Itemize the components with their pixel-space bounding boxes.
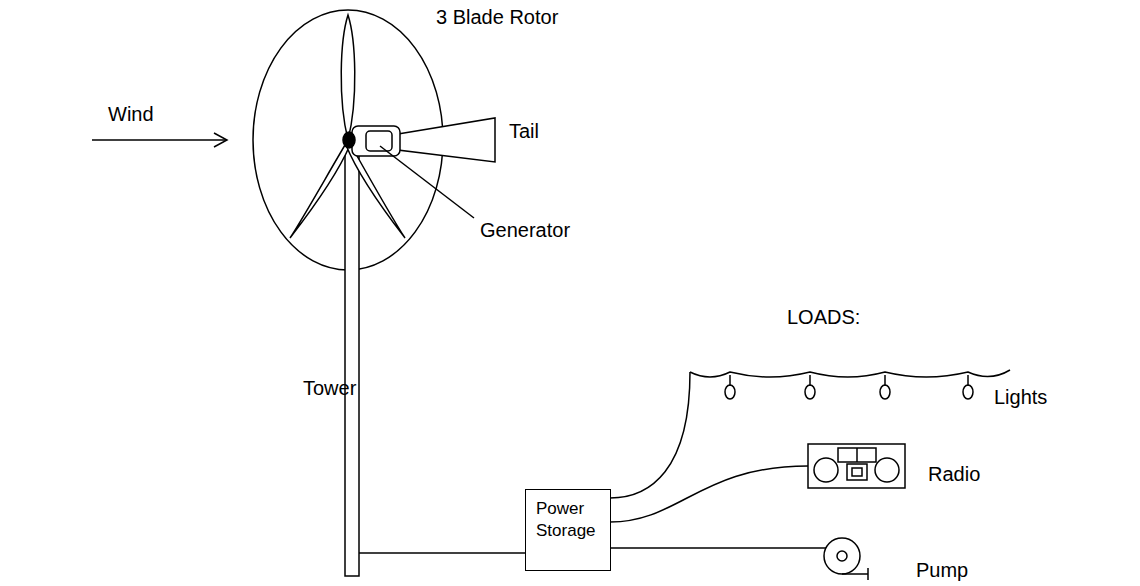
wind-arrow <box>92 139 226 141</box>
wire <box>359 552 525 554</box>
node-text: Power Storage <box>536 498 600 542</box>
flow-label: Wind <box>108 103 154 126</box>
hub <box>343 132 355 148</box>
radio-icon <box>808 444 905 488</box>
generator <box>366 131 392 151</box>
wind-arrowhead <box>214 133 227 147</box>
part-name: Tail <box>509 120 539 143</box>
load-name: Radio <box>928 463 980 486</box>
pump-icon <box>824 538 868 580</box>
part-name: Tower <box>303 377 356 400</box>
tower <box>345 150 359 576</box>
light-bulbs <box>725 375 973 399</box>
part-name: Generator <box>480 219 570 242</box>
load-name: Pump <box>916 559 968 582</box>
part-name: 3 Blade Rotor <box>436 6 558 29</box>
wire <box>610 372 690 498</box>
storage-box: Power Storage <box>525 489 611 571</box>
blade <box>290 140 350 238</box>
blade <box>341 15 355 140</box>
leader-line <box>380 146 474 218</box>
light-string <box>690 370 1010 377</box>
load-name: Lights <box>994 386 1047 409</box>
wire <box>610 547 826 549</box>
tail-vane <box>398 118 495 162</box>
nacelle <box>352 126 400 156</box>
group-heading: LOADS: <box>787 306 860 329</box>
wire <box>610 466 808 522</box>
